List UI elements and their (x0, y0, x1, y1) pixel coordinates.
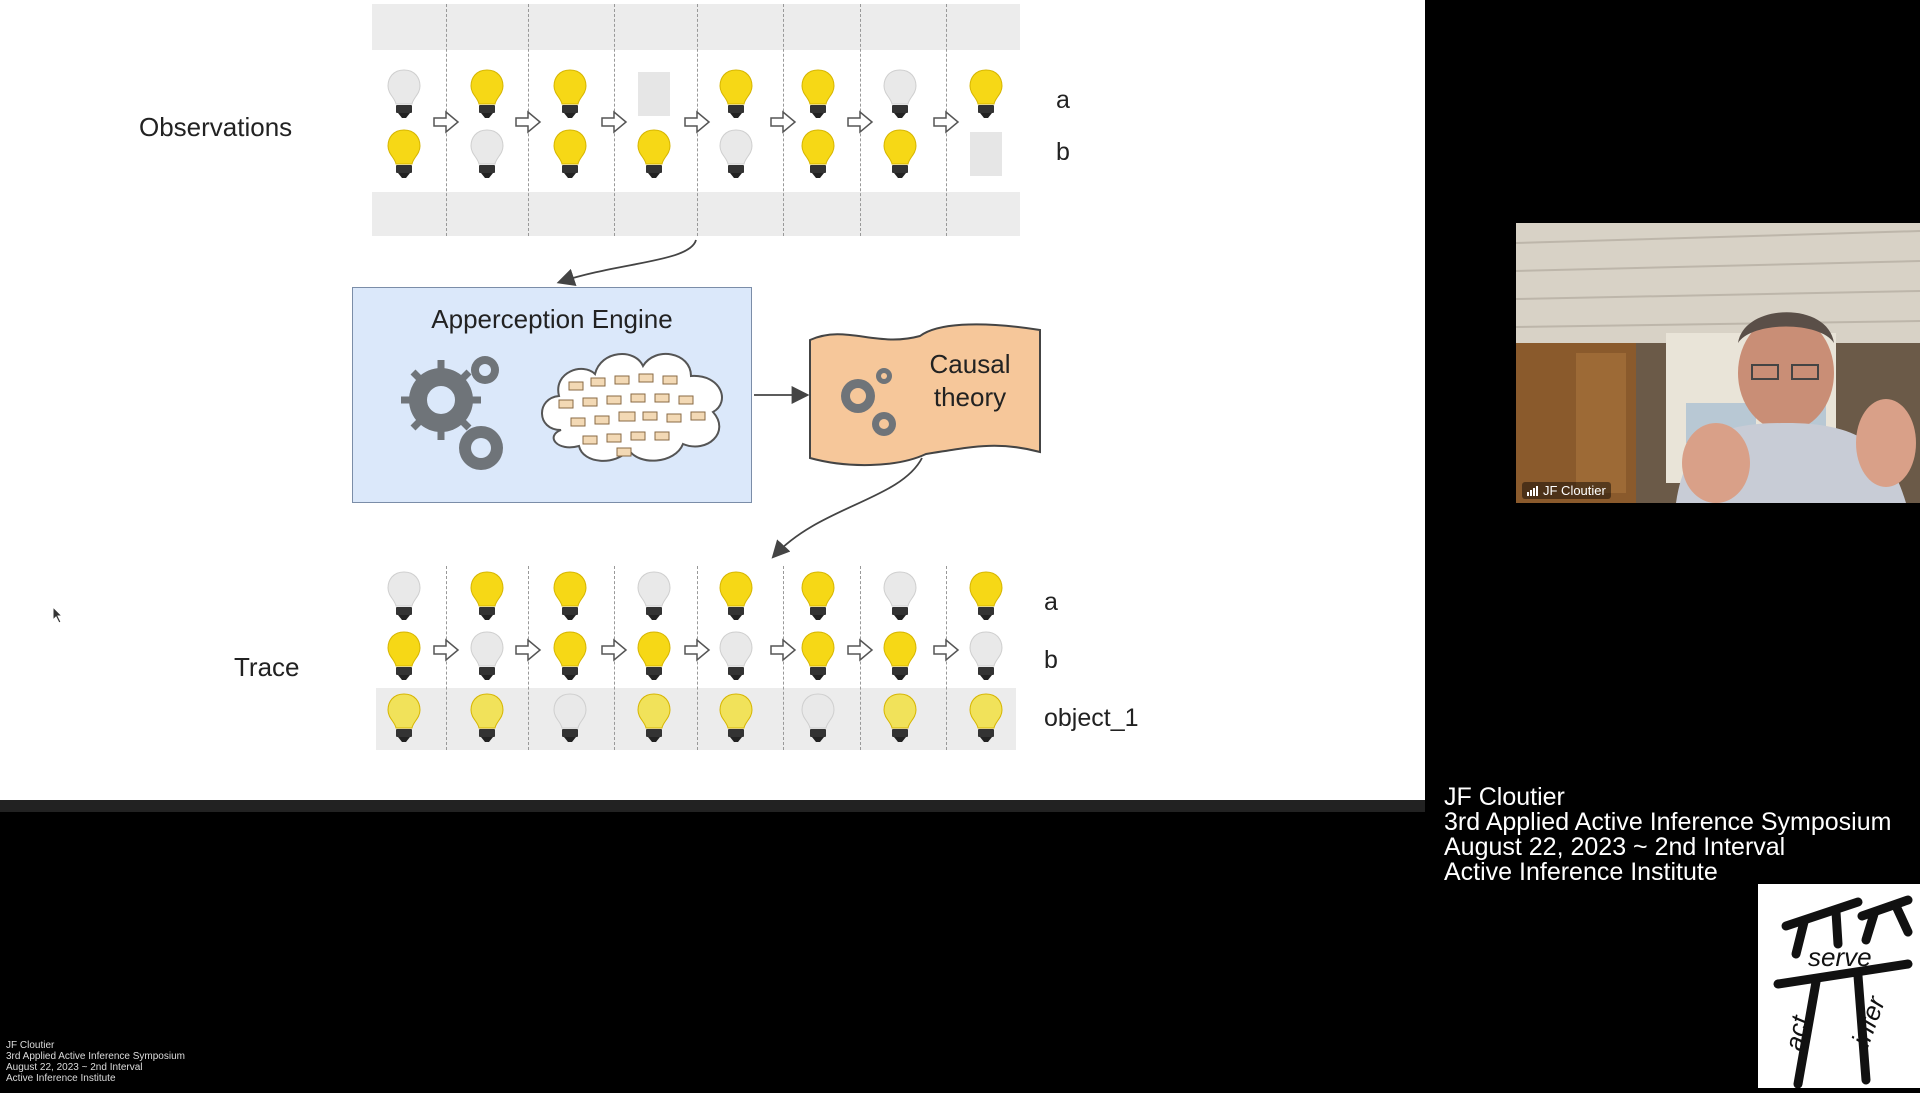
video-feed-scene (1516, 223, 1920, 503)
participant-name: JF Cloutier (1543, 483, 1606, 498)
caption-line-3: August 22, 2023 ~ 2nd Interval (1444, 833, 1786, 861)
trace-object-bulb-on-icon (969, 692, 1003, 744)
observation-a-bulb-on-icon (801, 68, 835, 120)
trace-b-bulb-off-icon (969, 630, 1003, 682)
apperception-engine-box: Apperception Engine (352, 287, 752, 503)
small-caption-line-4: Active Inference Institute (6, 1073, 116, 1084)
step-arrow-icon (514, 638, 542, 662)
step-arrow-icon (514, 110, 542, 134)
caption-line-4: Active Inference Institute (1444, 858, 1718, 886)
causal-theory-line1: Causal (929, 349, 1011, 379)
trace-object-bulb-off-icon (801, 692, 835, 744)
step-arrow-icon (769, 638, 797, 662)
gears-icon (401, 356, 503, 470)
trace-a-bulb-on-icon (801, 570, 835, 622)
trace-a-bulb-off-icon (883, 570, 917, 622)
observation-b-bulb-on-icon (387, 128, 421, 180)
participant-name-tag: JF Cloutier (1522, 482, 1611, 499)
step-arrow-icon (846, 638, 874, 662)
engine-title: Apperception Engine (431, 304, 673, 334)
trace-b-bulb-off-icon (719, 630, 753, 682)
observation-b-missing-cell (970, 132, 1002, 176)
trace-b-bulb-on-icon (387, 630, 421, 682)
pi-logo-icon: serve act infer (1773, 895, 1913, 1089)
step-arrow-icon (432, 110, 460, 134)
trace-a-bulb-on-icon (969, 570, 1003, 622)
observation-a-bulb-on-icon (553, 68, 587, 120)
small-caption-line-1: JF Cloutier (6, 1040, 55, 1051)
step-arrow-icon (683, 110, 711, 134)
small-caption-line-2: 3rd Applied Active Inference Symposium (6, 1051, 185, 1062)
observation-b-bulb-off-icon (719, 128, 753, 180)
trace-b-bulb-on-icon (801, 630, 835, 682)
logo-word-act: act (1779, 1011, 1816, 1053)
trace-b-bulb-on-icon (637, 630, 671, 682)
participant-video[interactable]: JF Cloutier (1516, 223, 1920, 503)
trace-var-label-a: a (1044, 588, 1058, 616)
trace-var-label-b: b (1044, 646, 1058, 674)
observation-a-bulb-on-icon (470, 68, 504, 120)
small-speaker-caption: JF Cloutier 3rd Applied Active Inference… (6, 1040, 185, 1084)
observation-b-bulb-on-icon (637, 128, 671, 180)
trace-a-bulb-on-icon (553, 570, 587, 622)
step-arrow-icon (600, 638, 628, 662)
trace-label: Trace (234, 652, 300, 682)
observations-top-band (372, 4, 1020, 50)
active-inference-logo: serve act infer (1758, 884, 1920, 1089)
step-arrow-icon (769, 110, 797, 134)
slide-bottom-bar (0, 800, 1425, 812)
trace-a-bulb-on-icon (470, 570, 504, 622)
trace-b-bulb-on-icon (553, 630, 587, 682)
trace-a-bulb-off-icon (387, 570, 421, 622)
step-arrow-icon (683, 638, 711, 662)
observation-a-bulb-off-icon (387, 68, 421, 120)
trace-object-bulb-off-icon (553, 692, 587, 744)
step-arrow-icon (432, 638, 460, 662)
logo-word-serve: serve (1808, 942, 1872, 972)
trace-b-bulb-off-icon (470, 630, 504, 682)
mouse-cursor-icon (52, 606, 64, 624)
caption-line-2: 3rd Applied Active Inference Symposium (1444, 808, 1892, 836)
observation-b-bulb-off-icon (470, 128, 504, 180)
trace-a-bulb-off-icon (637, 570, 671, 622)
observation-var-label-a: a (1056, 86, 1070, 114)
observation-var-label-b: b (1056, 138, 1070, 166)
logo-word-infer: infer (1845, 991, 1891, 1050)
trace-object-bulb-on-icon (387, 692, 421, 744)
trace-object-bulb-on-icon (470, 692, 504, 744)
observation-a-missing-cell (638, 72, 670, 116)
small-caption-line-3: August 22, 2023 ~ 2nd Interval (6, 1062, 143, 1073)
causal-theory-line2: theory (933, 382, 1007, 412)
signal-strength-icon (1527, 486, 1538, 496)
trace-a-bulb-on-icon (719, 570, 753, 622)
step-arrow-icon (932, 110, 960, 134)
trace-var-label-object: object_1 (1044, 704, 1139, 732)
trace-b-bulb-on-icon (883, 630, 917, 682)
observations-label: Observations (139, 112, 293, 142)
cloud-icon (541, 352, 723, 462)
causal-theory-title: Causal theory (910, 348, 1030, 414)
observation-a-bulb-off-icon (883, 68, 917, 120)
observations-bottom-band (372, 192, 1020, 236)
observation-b-bulb-on-icon (801, 128, 835, 180)
speaker-caption: JF Cloutier 3rd Applied Active Inference… (1444, 785, 1891, 885)
trace-object-bulb-on-icon (719, 692, 753, 744)
observation-b-bulb-on-icon (883, 128, 917, 180)
causal-theory-scroll (809, 323, 1041, 467)
trace-object-bulb-on-icon (637, 692, 671, 744)
observation-a-bulb-on-icon (969, 68, 1003, 120)
presentation-slide: Observations (0, 0, 1425, 800)
trace-object-bulb-on-icon (883, 692, 917, 744)
observation-b-bulb-on-icon (553, 128, 587, 180)
step-arrow-icon (932, 638, 960, 662)
step-arrow-icon (600, 110, 628, 134)
observation-a-bulb-on-icon (719, 68, 753, 120)
step-arrow-icon (846, 110, 874, 134)
caption-line-1: JF Cloutier (1444, 783, 1565, 811)
